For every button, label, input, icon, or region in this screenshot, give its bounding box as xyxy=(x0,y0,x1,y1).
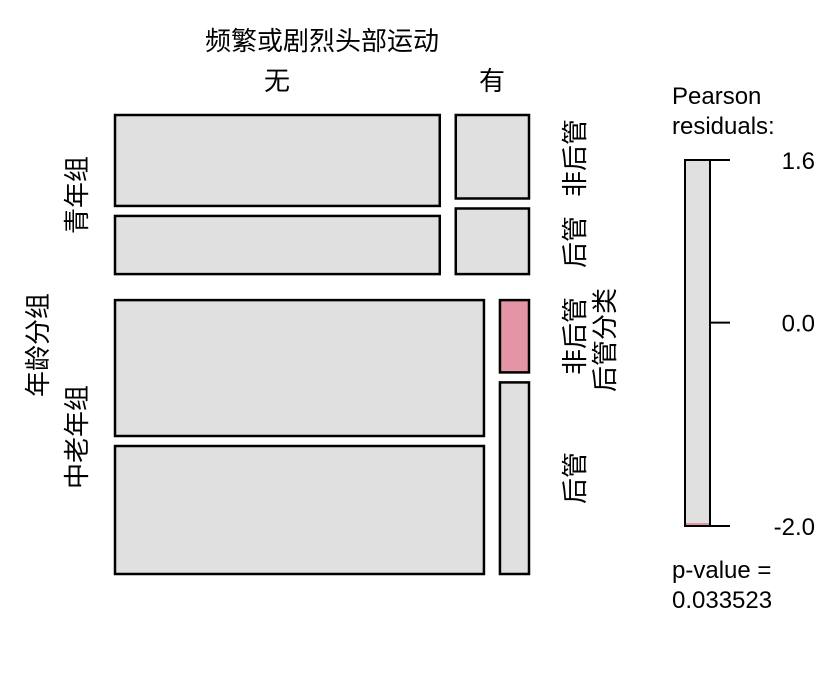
sub-label-youth-nonposterior: 非后管 xyxy=(561,119,591,197)
residual-legend: 1.6 0.0 -2.0 xyxy=(684,148,815,541)
p-value-label: p-value = xyxy=(672,557,771,584)
column-label-none: 无 xyxy=(264,67,290,97)
mosaic-cell-0-1-1 xyxy=(454,207,531,276)
mosaic-cell-1-0-1 xyxy=(113,444,486,576)
mosaic-cell-0-1-0 xyxy=(454,113,531,200)
column-label-yes: 有 xyxy=(479,67,505,97)
mosaic-cell-1-1-0 xyxy=(498,298,531,374)
row-label-youth: 青年组 xyxy=(63,156,93,234)
row-variable-title: 年龄分组 xyxy=(24,293,54,397)
sub-variable-title: 后管分类 xyxy=(591,288,621,392)
row-label-elderly: 中老年组 xyxy=(63,385,93,489)
sub-label-youth-posterior: 后管 xyxy=(561,216,591,268)
mosaic-cell-0-0-1 xyxy=(113,214,442,276)
legend-tick-label: -2.0 xyxy=(774,514,815,541)
mosaic-cell-0-0-0 xyxy=(113,113,442,208)
legend-tick-label: 0.0 xyxy=(782,311,815,338)
sub-label-elderly-posterior: 后管 xyxy=(561,452,591,504)
mosaic-cell-1-1-1 xyxy=(498,381,531,576)
sub-label-elderly-nonposterior: 非后管 xyxy=(561,297,591,375)
column-variable-title: 频繁或剧烈头部运动 xyxy=(205,27,439,57)
legend-tick-label: 1.6 xyxy=(782,148,815,175)
p-value: 0.033523 xyxy=(672,587,772,614)
legend-bar xyxy=(685,160,710,526)
mosaic-cell-1-0-0 xyxy=(113,298,486,438)
legend-title-line1: Pearson xyxy=(672,83,761,110)
legend-title-line2: residuals: xyxy=(672,113,775,140)
mosaic-cells xyxy=(113,113,531,576)
legend-bar-border xyxy=(684,159,711,527)
legend-negative-band xyxy=(685,523,710,526)
